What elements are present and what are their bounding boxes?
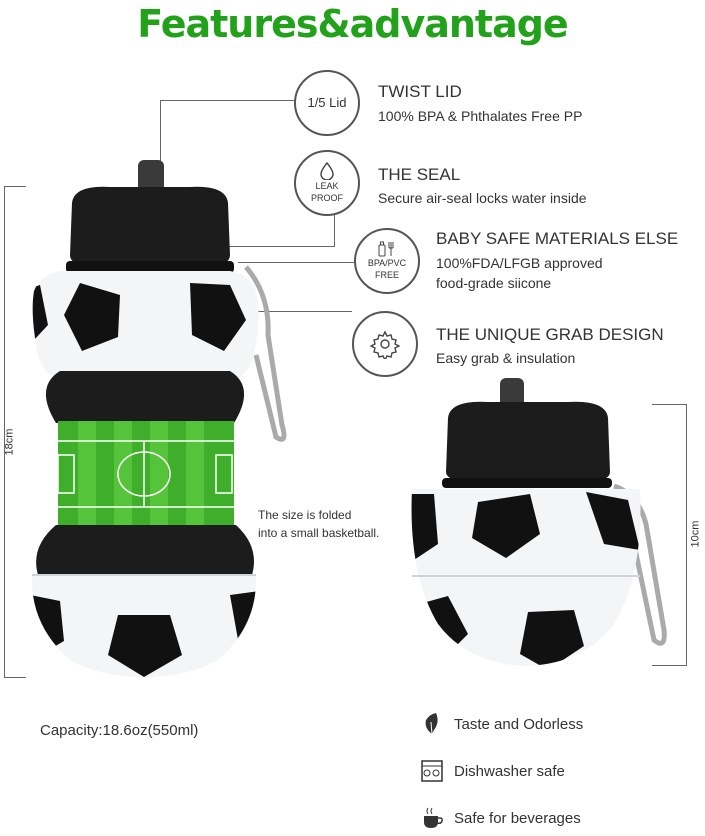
lid-badge-text: 1/5 Lid (307, 95, 347, 110)
connector-line-lid-h (160, 100, 294, 101)
connector-line-bpa (238, 262, 354, 263)
benefit-taste-label: Taste and Odorless (454, 715, 584, 733)
benefit-taste: Taste and Odorless (420, 712, 583, 736)
baby-safe-desc-1: 100%FDA/LFGB approved (436, 255, 603, 271)
folded-height-tick-bottom (652, 665, 687, 666)
fold-note-line2: into a small basketball. (258, 526, 380, 540)
folded-height-tick-top (652, 404, 687, 405)
folded-bottle-image (411, 378, 667, 666)
baby-safe-title: BABY SAFE MATERIALS ELSE (436, 229, 679, 248)
connector-line-seal (334, 214, 335, 246)
grab-design-desc: Easy grab & insulation (436, 350, 576, 366)
bpa-free-badge: BPA/PVC FREE (354, 228, 420, 294)
fold-note: The size is folded into a small basketba… (258, 506, 379, 542)
capacity-label: Capacity:18.6oz(550ml) (40, 722, 199, 739)
full-height-tick-bottom (4, 677, 26, 678)
twist-lid-title: TWIST LID (378, 82, 462, 101)
benefit-beverages-label: Safe for beverages (454, 809, 581, 827)
benefit-dishwasher: Dishwasher safe (420, 759, 565, 783)
bpa-badge-line2: FREE (374, 270, 399, 280)
page-title: Features&advantage (137, 2, 568, 46)
bpa-badge-line1: BPA/PVC (367, 258, 407, 268)
seal-title: THE SEAL (378, 165, 461, 184)
fold-note-line1: The size is folded (258, 508, 352, 522)
benefit-beverages: Safe for beverages (420, 806, 581, 830)
full-height-label: 18cm (3, 428, 16, 456)
full-height-dimension-line (4, 186, 5, 678)
folded-height-label: 10cm (689, 520, 702, 548)
folded-height-dimension-line (686, 404, 687, 666)
baby-bottle-icon (378, 241, 394, 257)
connector-line-grab (240, 311, 352, 312)
full-bottle-image (31, 160, 287, 677)
full-height-tick-top (4, 186, 26, 187)
grab-design-badge (352, 311, 418, 377)
grab-design-title: THE UNIQUE GRAB DESIGN (436, 325, 664, 344)
water-drop-icon (320, 162, 334, 180)
leaf-icon (420, 712, 444, 736)
gear-icon (370, 330, 400, 359)
seal-desc: Secure air-seal locks water inside (378, 190, 587, 206)
coffee-cup-icon (420, 806, 444, 830)
connector-line-lid (160, 100, 161, 162)
leak-proof-badge: LEAK PROOF (294, 150, 360, 216)
twist-lid-desc: 100% BPA & Phthalates Free PP (378, 108, 583, 124)
benefit-dishwasher-label: Dishwasher safe (454, 762, 565, 780)
baby-safe-desc-2: food-grade siicone (436, 275, 552, 291)
dishwasher-icon (420, 759, 444, 783)
leak-badge-line1: LEAK (315, 181, 339, 191)
leak-badge-line2: PROOF (310, 193, 343, 203)
connector-line-seal-h (190, 246, 335, 247)
twist-lid-badge: 1/5 Lid (294, 70, 360, 136)
